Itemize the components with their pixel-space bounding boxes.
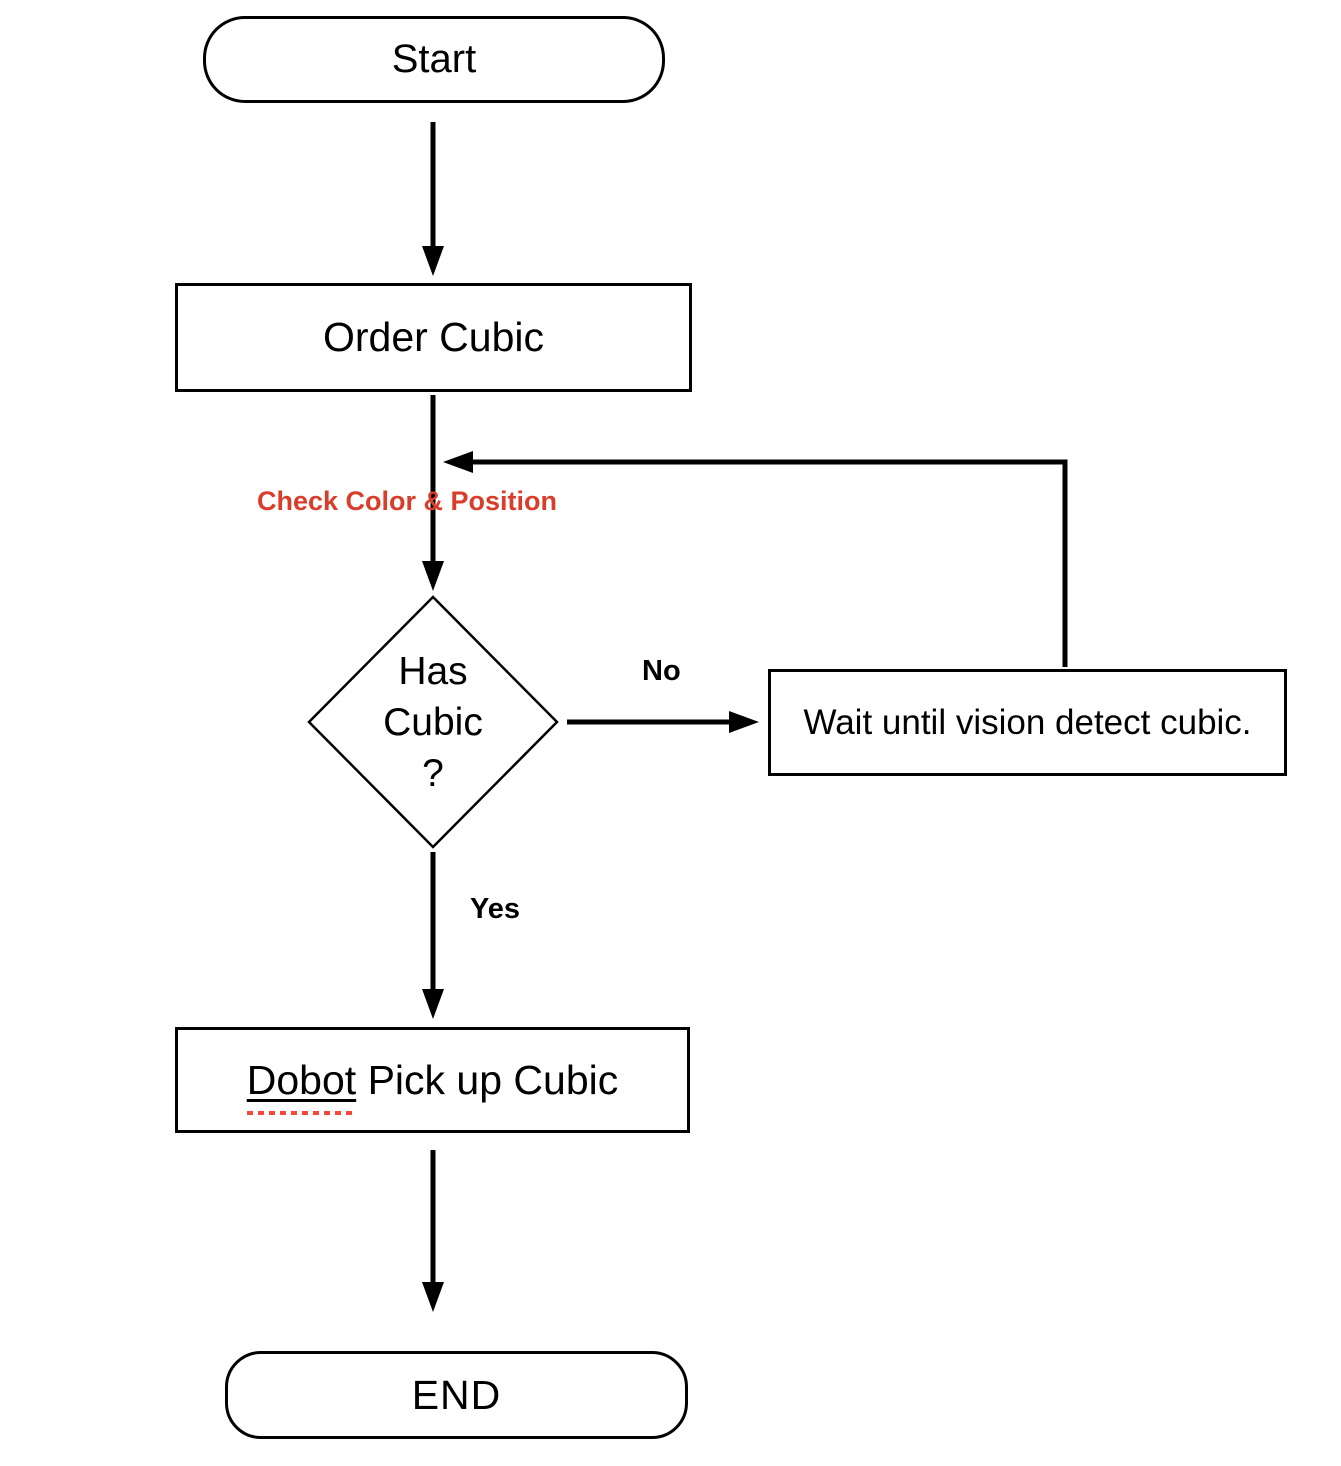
edge-label-no: No [642,655,681,687]
decision-diamond-shape [307,595,559,849]
node-start: Start [203,16,665,103]
node-end: END [225,1351,688,1439]
node-dobot-pickup-word-dobot: Dobot [246,1056,357,1103]
edge-label-check-color-position: Check Color & Position [257,486,558,516]
node-order-cubic: Order Cubic [175,283,692,392]
node-wait-label: Wait until vision detect cubic. [803,702,1252,742]
arrow-wait-loopback-to-decision [443,450,1068,667]
node-wait-until-vision: Wait until vision detect cubic. [768,669,1287,776]
node-start-label: Start [391,37,477,81]
node-order-cubic-label: Order Cubic [322,314,544,360]
edge-label-yes: Yes [470,893,520,925]
node-dobot-pickup-label-rest: Pick up Cubic [356,1056,619,1103]
decision-has-cubic-label: Has Cubic ? [383,650,483,795]
node-end-label: END [411,1371,502,1418]
node-dobot-pickup: Dobot Pick up Cubic [175,1027,690,1133]
